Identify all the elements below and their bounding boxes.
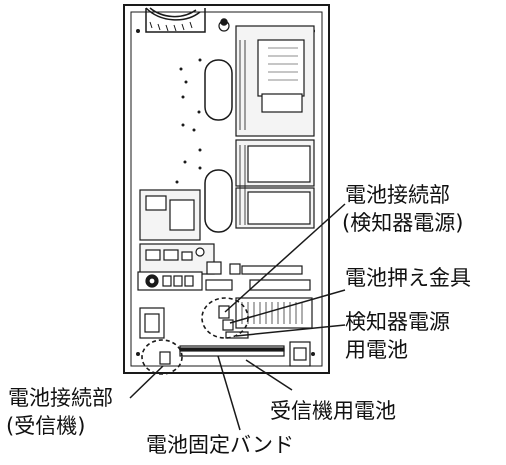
label-detector-power-battery-line2: 用電池 (345, 338, 408, 362)
lower-left-parts (139, 307, 311, 367)
label-battery-connector-receiver: 電池接続部 (8, 386, 113, 410)
leader-battery-connector-detector (224, 203, 346, 313)
callout-circle-receiver (141, 339, 183, 375)
oval-windows (204, 59, 233, 233)
label-receiver-battery: 受信機用電池 (270, 399, 396, 423)
label-battery-holder: 電池押え金具 (345, 266, 471, 290)
leader-lines (129, 203, 346, 431)
leader-battery-holder (229, 289, 346, 324)
main-pcb (235, 25, 315, 229)
top-hook (145, 7, 230, 33)
label-detector-power-battery-line1: 検知器電源 (345, 310, 450, 334)
leader-receiver-battery (245, 359, 293, 391)
leader-detector-power-battery (235, 324, 346, 337)
receiver-battery (179, 345, 285, 357)
label-battery-connector-detector-note: (検知器電源) (342, 211, 464, 235)
terminal-block (137, 261, 311, 291)
label-battery-fixing-band: 電池固定バンド (146, 433, 295, 457)
battery-holder-area (218, 297, 313, 339)
left-pcb (139, 189, 215, 275)
leader-battery-fixing-band (217, 355, 241, 431)
label-battery-connector-receiver-note: (受信機) (6, 414, 86, 438)
leader-battery-connector-receiver (129, 365, 164, 399)
label-battery-connector-detector: 電池接続部 (345, 183, 450, 207)
